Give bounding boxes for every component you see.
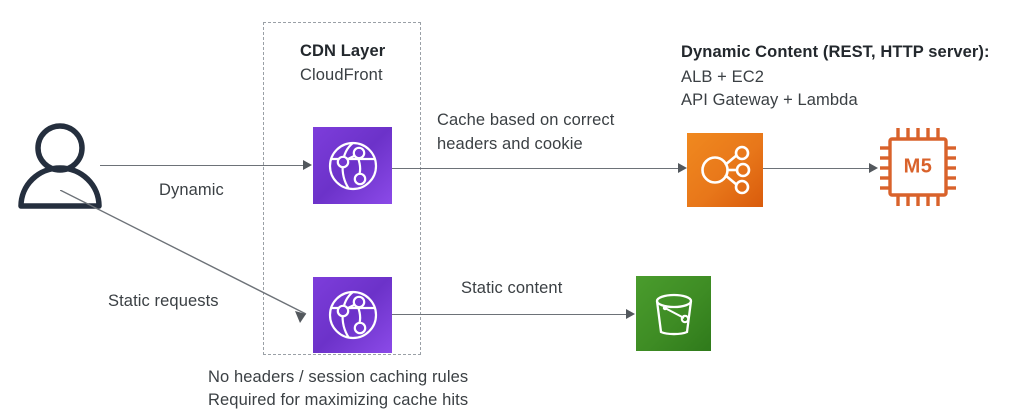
cdn-layer-group-boundary [263, 22, 421, 355]
cloudfront-icon[interactable] [313, 277, 392, 353]
connector-cloudfront-to-api-gateway [392, 168, 679, 169]
user-icon [14, 118, 106, 210]
edge-label-static-requests: Static requests [108, 292, 219, 310]
footnote-line-2: Required for maximizing cache hits [208, 391, 469, 409]
footnote-line-1: No headers / session caching rules [208, 368, 469, 386]
cdn-layer-heading: CDN Layer [300, 42, 386, 60]
edge-label-static-content: Static content [461, 279, 563, 297]
ec2-instance-label: M5 [903, 155, 933, 178]
edge-label-cache-rules-line-2: headers and cookie [437, 135, 583, 153]
api-gateway-icon[interactable] [687, 133, 763, 207]
arrowhead-cloudfront-to-api-gateway [678, 163, 687, 173]
connector-cloudfront-to-s3 [392, 314, 627, 315]
edge-label-dynamic: Dynamic [159, 181, 224, 199]
dynamic-content-line-1: ALB + EC2 [681, 68, 764, 86]
connector-api-gateway-to-ec2 [763, 168, 871, 169]
connector-user-to-cloudfront-dynamic [100, 165, 304, 166]
connector-user-to-cloudfront-static [59, 189, 320, 330]
s3-bucket-icon[interactable] [636, 276, 711, 351]
cloudfront-icon[interactable] [313, 127, 392, 204]
ec2-instance-icon[interactable]: M5 [878, 126, 958, 208]
arrowhead-cloudfront-to-s3 [626, 309, 635, 319]
dynamic-content-heading: Dynamic Content (REST, HTTP server): [681, 43, 990, 61]
arrowhead-user-to-cloudfront-dynamic [303, 160, 312, 170]
arrowhead-api-gateway-to-ec2 [869, 163, 878, 173]
edge-label-cache-rules-line-1: Cache based on correct [437, 111, 615, 129]
cdn-layer-subheading: CloudFront [300, 66, 383, 84]
dynamic-content-line-2: API Gateway + Lambda [681, 91, 858, 109]
